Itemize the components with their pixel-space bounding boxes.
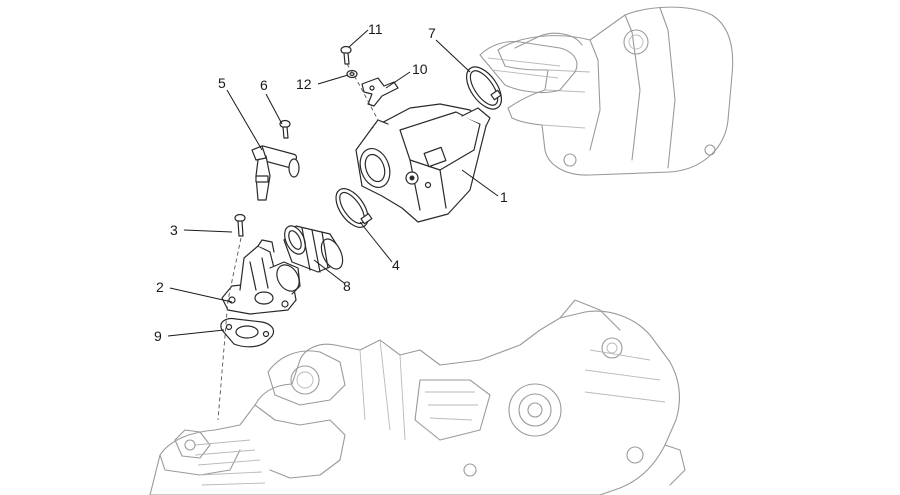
leader-line-8: [313, 259, 345, 284]
leader-line-10: [385, 71, 411, 89]
hose-clamp-large-part: [465, 66, 503, 110]
screw-6-part: [279, 119, 291, 139]
callout-3: 3: [170, 222, 178, 238]
leader-line-7: [435, 39, 471, 73]
leader-line-6: [265, 93, 283, 125]
callout-1: 1: [500, 189, 508, 205]
callout-labels: 1 2 3 4 5 6 7 8 9 10 11 12: [154, 21, 508, 344]
callout-5: 5: [218, 75, 226, 91]
intake-manifold-part: [221, 239, 301, 315]
callout-7: 7: [428, 25, 436, 41]
leader-line-12: [317, 74, 349, 85]
leader-line-11: [348, 29, 369, 48]
bracket-part: [361, 77, 399, 107]
engine-context-drawing: [149, 299, 686, 495]
leader-lines: [167, 29, 499, 337]
leader-line-4: [359, 221, 393, 263]
assembly-axis-line: [217, 237, 242, 421]
hose-clamp-small-part: [335, 188, 373, 228]
airbox-context-drawing: [479, 6, 734, 176]
callout-12: 12: [296, 76, 312, 92]
fuel-injector-part: [251, 145, 300, 201]
screw-top-part: [340, 45, 352, 65]
leader-line-9: [167, 329, 225, 337]
leader-line-1: [461, 169, 499, 197]
leader-line-3: [183, 229, 233, 233]
leader-line-5: [226, 89, 263, 151]
callout-9: 9: [154, 328, 162, 344]
callout-8: 8: [343, 278, 351, 294]
screw-3-part: [234, 213, 246, 237]
callout-4: 4: [392, 257, 400, 273]
leader-line-2: [169, 287, 233, 303]
callout-2: 2: [156, 279, 164, 295]
intake-coupling-part: [283, 225, 344, 273]
callout-10: 10: [412, 61, 428, 77]
callout-11: 11: [368, 21, 383, 37]
callout-6: 6: [260, 77, 268, 93]
throttle-body-part: [355, 103, 491, 223]
assembly-axis-line: [346, 63, 379, 121]
gasket-part: [220, 317, 275, 348]
